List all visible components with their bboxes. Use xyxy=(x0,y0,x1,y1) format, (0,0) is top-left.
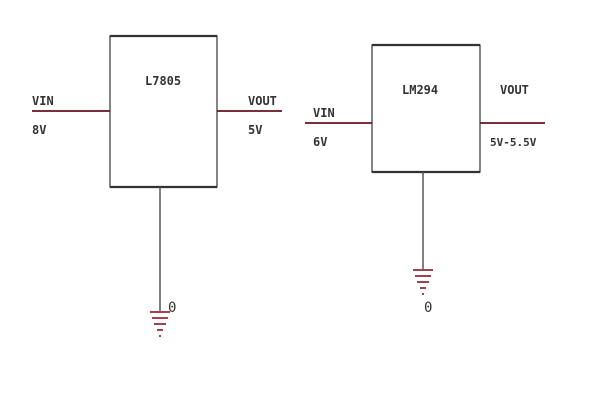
regulator-2-output-name: VOUT xyxy=(500,83,529,97)
regulator-1-output-value: 5V xyxy=(248,123,262,137)
regulator-1-ground-label: 0 xyxy=(168,300,176,316)
regulator-1-input-value: 8V xyxy=(32,123,46,137)
regulator-2-output-value: 5V-5.5V xyxy=(490,136,537,149)
ground-icon xyxy=(413,269,433,295)
regulator-2-part-label: LM294 xyxy=(402,83,438,97)
regulator-2: LM294 VIN 6V VOUT 5V-5.5V 0 xyxy=(305,43,545,316)
regulator-2-body xyxy=(371,44,481,173)
regulator-2-input-value: 6V xyxy=(313,135,327,149)
regulator-1: L7805 VIN 8V VOUT 5V 0 xyxy=(32,34,282,337)
ground-icon xyxy=(150,311,170,337)
regulator-2-ground-label: 0 xyxy=(424,300,432,316)
regulator-1-body xyxy=(109,35,218,188)
regulator-1-part-label: L7805 xyxy=(145,74,181,88)
regulator-1-input-name: VIN xyxy=(32,94,54,108)
regulator-2-input-name: VIN xyxy=(313,106,335,120)
regulator-1-output-name: VOUT xyxy=(248,94,277,108)
